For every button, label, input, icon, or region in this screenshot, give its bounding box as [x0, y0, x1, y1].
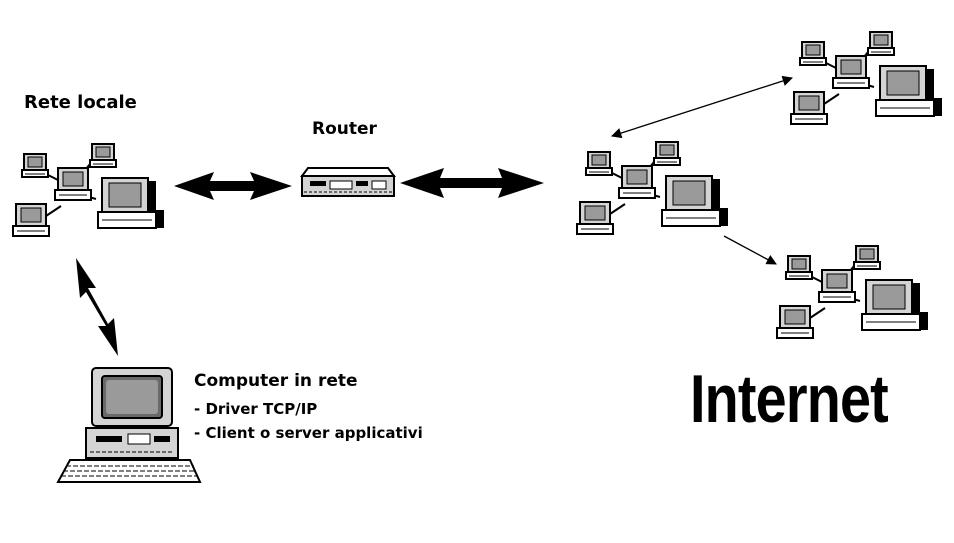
computer-title: Computer in rete — [194, 371, 358, 391]
internet-cluster-bottom — [777, 246, 928, 338]
router-internet-arrow — [400, 168, 544, 198]
internet-link-arrow-bottom — [723, 235, 777, 265]
router-label: Router — [312, 119, 377, 139]
computer-detail-driver: - Driver TCP/IP — [194, 400, 318, 418]
internet-cluster-top — [791, 32, 942, 124]
desktop-computer-icon — [56, 367, 202, 483]
internet-label: Internet — [690, 361, 889, 437]
computer-detail-client: - Client o server applicativi — [194, 424, 423, 442]
router-icon — [300, 167, 396, 197]
internet-link-arrow-top — [611, 75, 793, 139]
lan-router-arrow — [174, 172, 292, 200]
internet-cluster-center — [577, 142, 728, 234]
lan-computer-arrow — [76, 258, 118, 356]
lan-computers-icon — [13, 144, 164, 236]
lan-label: Rete locale — [24, 92, 137, 113]
